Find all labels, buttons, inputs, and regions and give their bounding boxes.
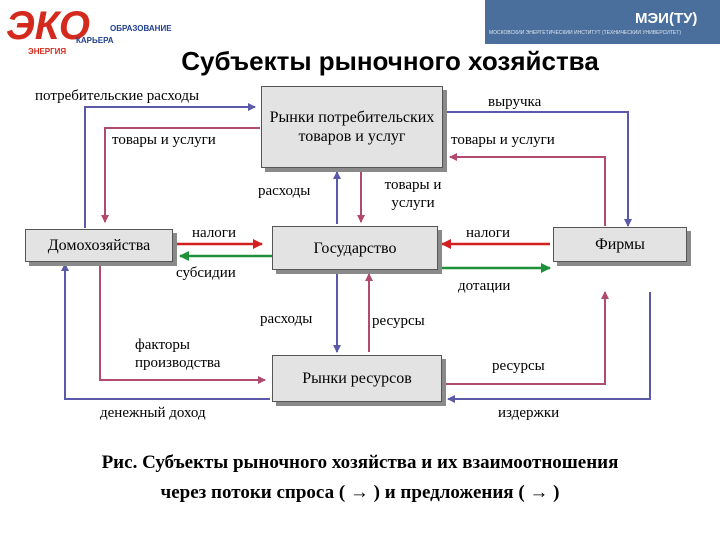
label-grants: дотации bbox=[458, 278, 511, 294]
label-gov-resources: ресурсы bbox=[372, 313, 425, 329]
label-consumer-spending: потребительские расходы bbox=[35, 88, 200, 104]
banner-subtitle: МОСКОВСКИЙ ЭНЕРГЕТИЧЕСКИЙ ИНСТИТУТ (ТЕХН… bbox=[489, 30, 681, 36]
government-label: Государство bbox=[313, 239, 397, 257]
caption-line-2: через потоки спроса ( → ) и предложения … bbox=[160, 482, 560, 503]
label-money-income: денежный доход bbox=[100, 405, 206, 421]
label-taxes-right: налоги bbox=[466, 225, 510, 241]
institute-banner: МЭИ(ТУ) МОСКОВСКИЙ ЭНЕРГЕТИЧЕСКИЙ ИНСТИТ… bbox=[485, 0, 720, 44]
logo-line-education: ОБРАЗОВАНИЕ bbox=[110, 24, 172, 33]
resource-markets-box: Рынки ресурсов bbox=[272, 355, 442, 402]
arrow-resources-right bbox=[445, 291, 609, 385]
firms-label: Фирмы bbox=[595, 236, 645, 253]
consumer-markets-box: Рынки потребительских товаров и услуг bbox=[261, 86, 443, 168]
eco-logo: ЭКО ОБРАЗОВАНИЕ КАРЬЕРА ЭНЕРГИЯ bbox=[6, 4, 176, 56]
firms-box: Фирмы bbox=[553, 227, 687, 262]
caption-line-1: Рис. Субъекты рыночного хозяйства и их в… bbox=[101, 452, 619, 473]
arrow-money-income bbox=[61, 263, 270, 400]
logo-line-energy: ЭНЕРГИЯ bbox=[28, 47, 67, 56]
label-gov-spending-bottom: расходы bbox=[260, 311, 313, 327]
label-revenue: выручка bbox=[488, 94, 542, 110]
arrow-consumer-spending bbox=[84, 103, 256, 228]
arrow-revenue bbox=[445, 111, 632, 227]
banner-title: МЭИ(ТУ) bbox=[635, 10, 698, 27]
arrow-costs bbox=[447, 292, 651, 403]
label-goods-services-left: товары и услуги bbox=[112, 132, 216, 148]
arrow-factors bbox=[99, 262, 266, 384]
label-goods-services-right: товары и услуги bbox=[451, 132, 555, 148]
label-subsidies: субсидии bbox=[176, 265, 236, 281]
figure-caption: Рис. Субъекты рыночного хозяйства и их в… bbox=[0, 448, 720, 508]
households-box: Домохозяйства bbox=[25, 229, 173, 262]
logo-line-career: КАРЬЕРА bbox=[76, 36, 114, 45]
label-factors-of-production: факторы производства bbox=[135, 337, 221, 371]
resource-markets-label: Рынки ресурсов bbox=[302, 370, 412, 387]
consumer-markets-label: Рынки потребительских товаров и услуг bbox=[269, 109, 435, 145]
government-box: Государство bbox=[272, 226, 438, 270]
label-gov-goods-services: товары и услуги bbox=[384, 177, 442, 211]
arrow-goods-to-households bbox=[101, 127, 260, 223]
page-title: Субъекты рыночного хозяйства bbox=[181, 46, 599, 76]
label-costs: издержки bbox=[498, 405, 560, 421]
label-resources-right: ресурсы bbox=[492, 358, 545, 374]
label-taxes-left: налоги bbox=[192, 225, 236, 241]
households-label: Домохозяйства bbox=[47, 237, 151, 254]
logo-main-text: ЭКО bbox=[6, 4, 90, 48]
arrow-goods-from-firms bbox=[449, 153, 606, 226]
label-gov-spending-top: расходы bbox=[258, 183, 311, 199]
